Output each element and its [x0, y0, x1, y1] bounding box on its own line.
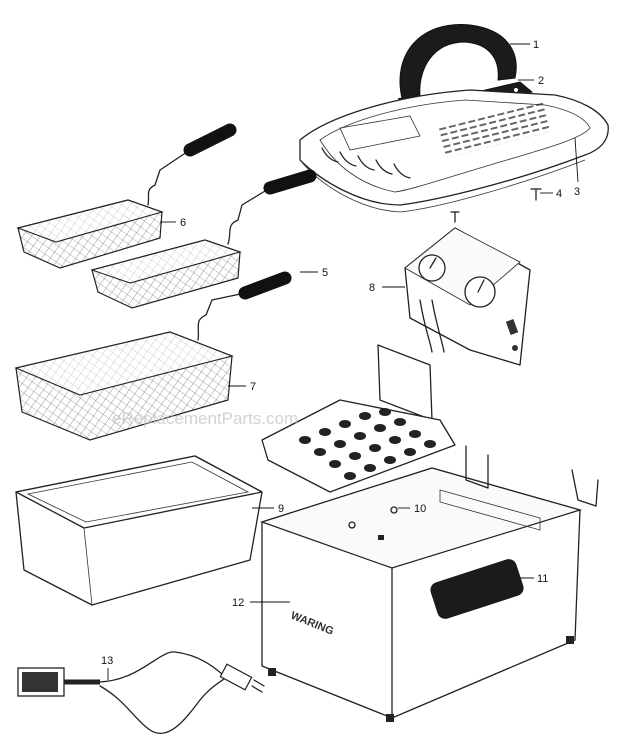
callout-9: 9 [278, 503, 284, 515]
callout-4: 4 [556, 188, 562, 200]
heating-element [261, 344, 456, 493]
callout-10: 10 [414, 503, 426, 515]
power-cord [17, 651, 265, 735]
callout-7: 7 [250, 381, 256, 393]
control-panel [404, 227, 531, 366]
callout-13: 13 [101, 655, 113, 667]
callout-3: 3 [574, 186, 580, 198]
callout-6: 6 [180, 217, 186, 229]
callout-8: 8 [369, 282, 375, 294]
large-fry-basket [14, 271, 292, 441]
small-fry-basket-middle [90, 169, 317, 309]
oil-pot [15, 455, 263, 606]
callout-2: 2 [538, 75, 544, 87]
callout-11: 11 [537, 573, 548, 585]
callout-1: 1 [533, 39, 539, 51]
watermark-text: eReplacementParts.com [112, 409, 298, 428]
small-fry-basket-top [16, 123, 237, 269]
callout-12: 12 [232, 597, 244, 609]
screw [450, 188, 542, 223]
callout-5: 5 [322, 267, 328, 279]
callouts: 1 2 3 4 5 6 7 8 9 10 11 12 13 [101, 39, 580, 680]
fryer-housing: WARING [260, 445, 599, 722]
fryer-lid [299, 89, 609, 213]
